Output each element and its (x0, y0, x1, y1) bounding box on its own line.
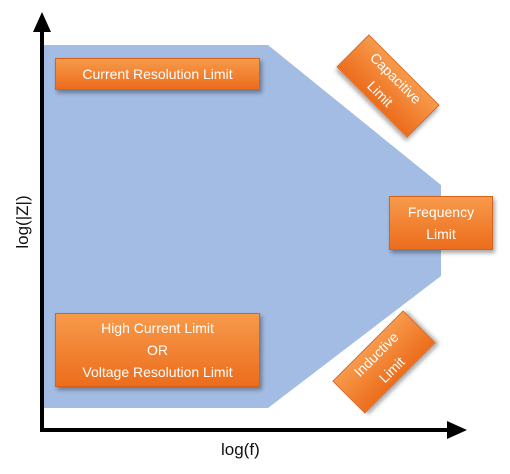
frequency-limit-line1: Frequency (407, 204, 475, 220)
x-axis-label: log(f) (221, 440, 260, 459)
frequency-limit-label: Frequency Limit (389, 196, 493, 250)
high-current-limit-line3: Voltage Resolution Limit (82, 364, 233, 380)
y-axis-arrowhead (33, 12, 51, 32)
high-current-limit-line2: OR (147, 342, 168, 358)
x-axis-arrowhead (447, 421, 467, 439)
frequency-limit-line2: Limit (426, 226, 456, 242)
current-resolution-limit-label: Current Resolution Limit (55, 58, 260, 90)
y-axis-label: log(|Z|) (13, 195, 32, 249)
current-resolution-limit-text: Current Resolution Limit (82, 66, 233, 82)
high-current-limit-label: High Current Limit OR Voltage Resolution… (55, 313, 260, 387)
high-current-limit-line1: High Current Limit (101, 320, 214, 336)
